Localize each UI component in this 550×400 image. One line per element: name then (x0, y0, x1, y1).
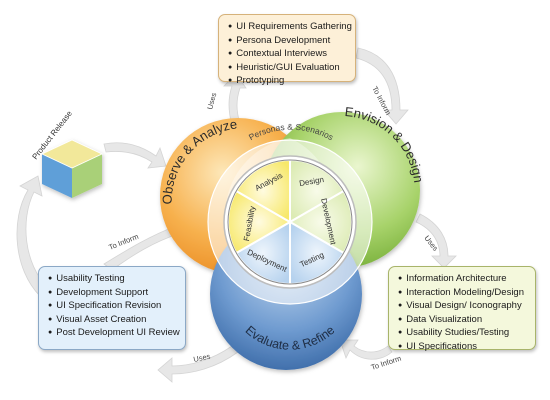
evaluate-activities-box: Usability Testing Development Support UI… (38, 266, 186, 350)
list-item: Prototyping (228, 75, 346, 89)
process-wheel (223, 155, 357, 289)
wheel-label-design: Design (299, 175, 325, 188)
list-item: Information Architecture (398, 273, 526, 287)
label-uses-bottom: Uses (193, 352, 212, 364)
list-item: UI Specification Revision (48, 300, 176, 314)
label-uses-top: Uses (205, 91, 218, 110)
list-item: Development Support (48, 287, 176, 301)
list-item: UI Specifications (398, 341, 526, 355)
list-item: Visual Asset Creation (48, 314, 176, 328)
arrow-to-inform-bottom (339, 339, 393, 360)
observe-activities-box: UI Requirements Gathering Persona Develo… (218, 14, 356, 86)
envision-activities-box: Information Architecture Interaction Mod… (388, 266, 536, 352)
arrow-loop-left (16, 175, 49, 297)
list-item: Interaction Modeling/Design (398, 287, 526, 301)
arrow-uses-bottom (157, 345, 239, 383)
arrow-release (103, 142, 167, 169)
list-item: Data Visualization (398, 314, 526, 328)
arrow-uses-right (415, 213, 457, 269)
list-item: Visual Design/ Iconography (398, 300, 526, 314)
arrow-to-inform-top (355, 47, 409, 125)
product-release-cube-icon (41, 139, 103, 198)
list-item: Usability Studies/Testing (398, 327, 526, 341)
list-item: Persona Development (228, 35, 346, 49)
list-item: Heuristic/GUI Evaluation (228, 62, 346, 76)
list-item: Contextual Interviews (228, 48, 346, 62)
list-item: Usability Testing (48, 273, 176, 287)
list-item: Post Development UI Review (48, 327, 180, 341)
list-item: UI Requirements Gathering (228, 21, 352, 35)
